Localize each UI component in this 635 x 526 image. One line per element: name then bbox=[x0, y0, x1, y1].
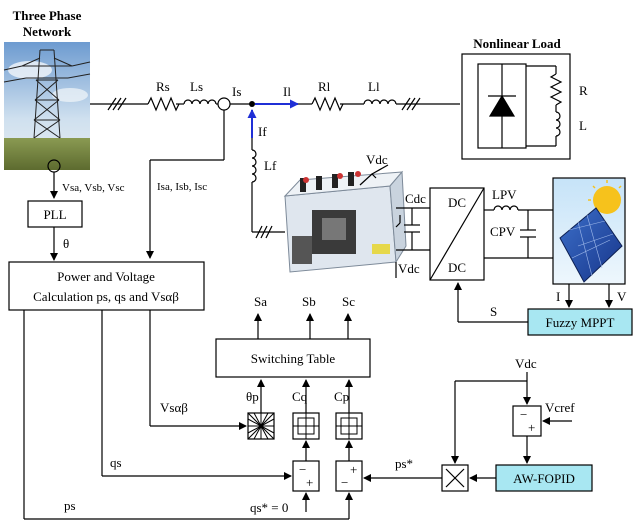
nonlinear-load-box bbox=[461, 53, 571, 160]
vdc-sum-minus: − bbox=[520, 407, 527, 422]
ll-inductor bbox=[363, 99, 397, 105]
current-sensor bbox=[217, 97, 231, 111]
is-label: Is bbox=[232, 84, 241, 99]
fuzzy-mppt-label: Fuzzy MPPT bbox=[546, 315, 615, 330]
load-resistor bbox=[549, 73, 563, 106]
sc-label: Sc bbox=[342, 294, 355, 309]
dcdc-top-label: DC bbox=[448, 195, 466, 210]
vdc-error-junction bbox=[512, 405, 542, 437]
lf-label: Lf bbox=[264, 158, 277, 173]
vabc-label: Vsa, Vsb, Vsc bbox=[62, 182, 125, 194]
sector-selector-block bbox=[247, 412, 275, 440]
sa-label: Sa bbox=[254, 294, 267, 309]
inverter-hardware-image bbox=[283, 170, 407, 273]
aw-fopid-label: AW-FOPID bbox=[513, 471, 575, 486]
cp-hysteresis-block bbox=[335, 412, 363, 440]
qs-ref-label: qs* = 0 bbox=[250, 500, 288, 515]
pcc-node bbox=[249, 101, 255, 107]
p-sum-minus: − bbox=[341, 475, 348, 490]
switching-table-label: Switching Table bbox=[251, 351, 336, 366]
vcref-label: Vcref bbox=[545, 400, 575, 415]
iabc-label: Isa, Isb, Isc bbox=[157, 181, 207, 193]
p-summing-junction bbox=[335, 460, 363, 492]
network-title-line2: Network bbox=[23, 24, 72, 39]
theta-p-label: θp bbox=[246, 389, 259, 404]
cq-label: Cq bbox=[292, 389, 308, 404]
load-l-label: L bbox=[579, 118, 587, 133]
cpv-label: CPV bbox=[490, 224, 516, 239]
valphabeta-label: Vsαβ bbox=[160, 400, 188, 415]
vdc-bottom-label: Vdc bbox=[398, 261, 420, 276]
lpv-inductor bbox=[493, 205, 519, 211]
pv-voltage-label: V bbox=[617, 289, 627, 304]
if-label: If bbox=[258, 124, 267, 139]
rs-label: Rs bbox=[156, 79, 170, 94]
pll-label: PLL bbox=[43, 207, 66, 222]
ps-ref-label: ps* bbox=[395, 456, 413, 471]
p-sum-plus: + bbox=[350, 462, 357, 477]
cdc-label: Cdc bbox=[405, 191, 426, 206]
lpv-label: LPV bbox=[492, 187, 517, 202]
power-voltage-calc-block bbox=[8, 261, 205, 311]
load-r-label: R bbox=[579, 83, 588, 98]
calc-label-line2: Calculation ps, qs and Vsαβ bbox=[33, 289, 179, 304]
s-signal-label: S bbox=[490, 304, 497, 319]
ps-label: ps bbox=[64, 498, 76, 513]
q-sum-plus: + bbox=[306, 475, 313, 490]
calc-label-line1: Power and Voltage bbox=[57, 269, 155, 284]
nonlinear-load-title: Nonlinear Load bbox=[473, 36, 561, 51]
pv-current-label: I bbox=[556, 289, 560, 304]
vdc-top-label: Vdc bbox=[366, 152, 388, 167]
transmission-tower-image bbox=[3, 42, 91, 170]
aw-fopid-block bbox=[495, 464, 593, 492]
load-inductor bbox=[555, 111, 561, 137]
network-title-line1: Three Phase bbox=[13, 8, 82, 23]
switching-table-block bbox=[215, 338, 371, 378]
ls-inductor bbox=[183, 99, 217, 105]
pll-block bbox=[27, 200, 83, 228]
q-sum-minus: − bbox=[299, 462, 306, 477]
vdc-ref-in-label: Vdc bbox=[515, 356, 537, 371]
rl-resistor bbox=[311, 96, 344, 112]
cp-label: Cp bbox=[334, 389, 349, 404]
rs-resistor bbox=[147, 96, 180, 112]
ls-label: Ls bbox=[190, 79, 203, 94]
dcdc-bottom-label: DC bbox=[448, 260, 466, 275]
lf-inductor bbox=[251, 149, 257, 183]
rectifier-symbol bbox=[477, 63, 563, 149]
fuzzy-mppt-block bbox=[527, 308, 633, 336]
pv-panel-image bbox=[552, 177, 626, 285]
sb-label: Sb bbox=[302, 294, 316, 309]
cq-hysteresis-block bbox=[292, 412, 320, 440]
rl-label: Rl bbox=[318, 79, 331, 94]
vdc-sum-plus: + bbox=[528, 420, 535, 435]
qs-label: qs bbox=[110, 455, 122, 470]
theta-label: θ bbox=[63, 236, 69, 251]
il-label: Il bbox=[283, 84, 291, 99]
ll-label: Ll bbox=[368, 79, 380, 94]
